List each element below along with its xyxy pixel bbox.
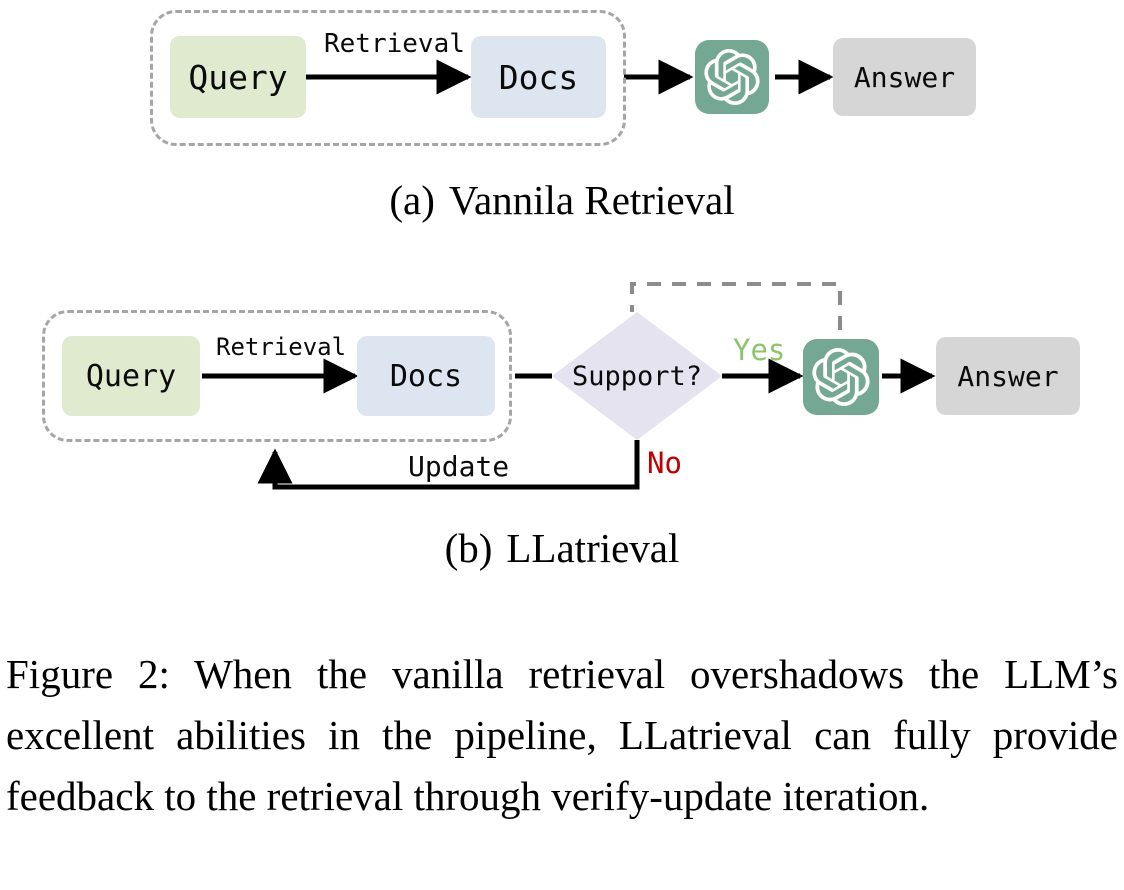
node-decision-support-b[interactable]: Support? <box>552 312 722 440</box>
retrieval-group-a <box>150 10 626 146</box>
subcaption-b: (b) LLatrieval <box>0 524 1124 572</box>
chatgpt-icon <box>812 348 870 406</box>
node-docs-b[interactable]: Docs <box>357 336 495 416</box>
retrieval-group-b <box>42 310 512 442</box>
figure-caption: Figure 2: When the vanilla retrieval ove… <box>6 651 1118 819</box>
chatgpt-icon <box>704 49 760 105</box>
subcaption-a-tag: (a) <box>389 177 435 223</box>
edge-label-retrieval-a: Retrieval <box>324 29 465 59</box>
node-query-b[interactable]: Query <box>62 336 200 416</box>
subcaption-a: (a) Vannila Retrieval <box>0 176 1124 224</box>
subcaption-b-title: LLatrieval <box>506 525 680 571</box>
edge-label-no-b: No <box>647 446 682 480</box>
node-answer-b[interactable]: Answer <box>936 337 1080 415</box>
node-query-a[interactable]: Query <box>170 36 306 118</box>
node-llm-chatgpt-b[interactable] <box>803 339 879 415</box>
node-answer-a[interactable]: Answer <box>833 38 976 116</box>
edge-label-yes-b: Yes <box>733 333 786 367</box>
subcaption-b-tag: (b) <box>444 525 493 571</box>
subcaption-a-title: Vannila Retrieval <box>448 177 735 223</box>
edge-label-retrieval-b: Retrieval <box>216 333 347 361</box>
node-llm-chatgpt-a[interactable] <box>695 40 769 114</box>
edge-label-update-b: Update <box>408 450 510 483</box>
node-docs-a[interactable]: Docs <box>471 36 606 118</box>
